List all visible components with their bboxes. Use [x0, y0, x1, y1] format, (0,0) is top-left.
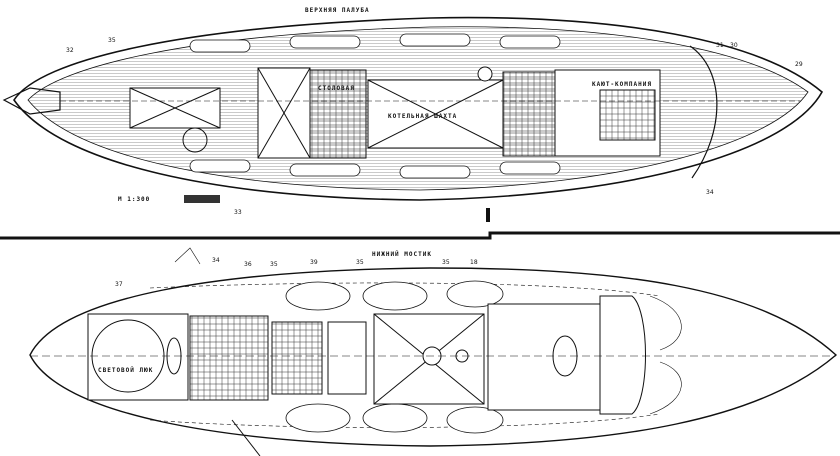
- callout-upper-2: 31: [716, 42, 724, 49]
- rudder-mark: [486, 208, 490, 222]
- lower-hull-outline: [29, 267, 838, 447]
- callout-lower-2: 36: [244, 261, 252, 268]
- room-engine-shaft-label: КОТЕЛЬНАЯ ШАХТА: [388, 113, 457, 120]
- callout-upper-3: 30: [730, 42, 738, 49]
- scale-label: М 1:300: [118, 196, 150, 203]
- room-cabin-label: КАЮТ-КОМПАНИЯ: [592, 81, 652, 88]
- davit-pieces: [184, 195, 220, 203]
- lower-side-arc-right-b: [649, 361, 682, 415]
- upper-stern-curve: [689, 45, 718, 179]
- callout-upper-5: 34: [706, 189, 714, 196]
- callout-lower-3: 35: [270, 261, 278, 268]
- callout-lower-6: 35: [442, 259, 450, 266]
- lower-bridge-plan: НИЖНИЙ МОСТИК СВЕТОВОЙ ЛЮК 37 34 36 35 3…: [29, 247, 838, 456]
- callout-lower-7: 18: [470, 259, 478, 266]
- callout-upper-6: 33: [234, 209, 242, 216]
- callout-upper-1: 32: [66, 47, 74, 54]
- room-skylight-label: СВЕТОВОЙ ЛЮК: [98, 366, 153, 374]
- lower-bridge-title: НИЖНИЙ МОСТИК: [372, 250, 432, 258]
- room-mess-label: СТОЛОВАЯ: [318, 85, 355, 92]
- lower-side-arc-left: [174, 247, 201, 265]
- callout-lower-1: 34: [212, 257, 220, 264]
- lifeboats-lower-row: [285, 280, 504, 434]
- callout-lower-4: 39: [310, 259, 318, 266]
- lower-anchor-line: [231, 419, 261, 456]
- section-divider: [0, 231, 840, 240]
- callout-upper-0: 35: [108, 37, 116, 44]
- upper-deck-title: ВЕРХНЯЯ ПАЛУБА: [305, 7, 370, 14]
- callout-lower-5: 35: [356, 259, 364, 266]
- upper-hull-outline: [13, 16, 824, 201]
- upper-deck-plan: ВЕРХНЯЯ ПАЛУБА СТОЛОВАЯ КОТЕЛЬНАЯ ШАХТА …: [2, 7, 824, 222]
- lower-side-arc-right: [649, 295, 682, 351]
- callout-upper-4: 29: [795, 61, 803, 68]
- upper-superstructure: [129, 66, 661, 159]
- lower-superstructure: [189, 295, 646, 415]
- skylight-block: [87, 313, 189, 401]
- callout-lower-0: 37: [115, 281, 123, 288]
- lifeboats-upper-row: [189, 33, 561, 179]
